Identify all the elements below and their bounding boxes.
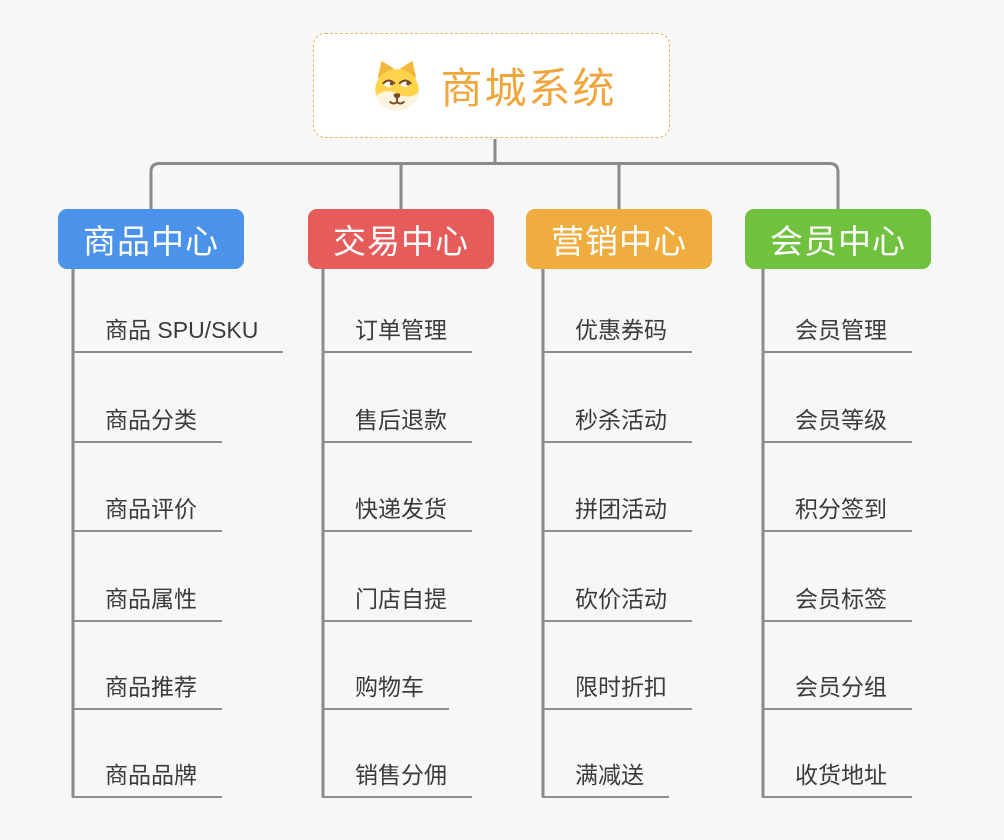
leaf-node[interactable]: 拼团活动 bbox=[542, 493, 692, 532]
dog-face-icon bbox=[375, 60, 420, 111]
leaf-node[interactable]: 商品 SPU/SKU bbox=[72, 314, 284, 353]
leaf-node[interactable]: 快递发货 bbox=[322, 493, 472, 532]
leaf-node[interactable]: 商品评价 bbox=[72, 493, 222, 532]
branch-node-member-center[interactable]: 会员中心 bbox=[745, 209, 931, 269]
leaf-node[interactable]: 商品属性 bbox=[72, 583, 222, 622]
connector-bus bbox=[149, 162, 840, 209]
leaf-node[interactable]: 满减送 bbox=[542, 759, 669, 798]
root-title: 商城系统 bbox=[440, 65, 617, 112]
leaf-node[interactable]: 商品推荐 bbox=[72, 671, 222, 710]
leaf-node[interactable]: 收货地址 bbox=[762, 759, 912, 798]
root-node[interactable]: 商城系统 bbox=[313, 33, 670, 138]
leaf-node[interactable]: 会员等级 bbox=[762, 404, 912, 443]
branch-node-trade-center[interactable]: 交易中心 bbox=[308, 209, 494, 269]
leaf-node[interactable]: 售后退款 bbox=[322, 404, 472, 443]
leaf-node[interactable]: 砍价活动 bbox=[542, 583, 692, 622]
leaf-node[interactable]: 门店自提 bbox=[322, 583, 472, 622]
branch-node-marketing-center[interactable]: 营销中心 bbox=[526, 209, 712, 269]
leaf-node[interactable]: 销售分佣 bbox=[322, 759, 472, 798]
leaf-node[interactable]: 商品品牌 bbox=[72, 759, 222, 798]
leaf-node[interactable]: 会员分组 bbox=[762, 671, 912, 710]
leaf-node[interactable]: 会员标签 bbox=[762, 583, 912, 622]
leaf-node[interactable]: 会员管理 bbox=[762, 314, 912, 353]
leaf-node[interactable]: 积分签到 bbox=[762, 493, 912, 532]
leaf-node[interactable]: 优惠券码 bbox=[542, 314, 692, 353]
branch-node-product-center[interactable]: 商品中心 bbox=[58, 209, 244, 269]
leaf-node[interactable]: 限时折扣 bbox=[542, 671, 692, 710]
leaf-node[interactable]: 购物车 bbox=[322, 671, 449, 710]
leaf-node[interactable]: 订单管理 bbox=[322, 314, 472, 353]
leaf-node[interactable]: 商品分类 bbox=[72, 404, 222, 443]
leaf-node[interactable]: 秒杀活动 bbox=[542, 404, 692, 443]
